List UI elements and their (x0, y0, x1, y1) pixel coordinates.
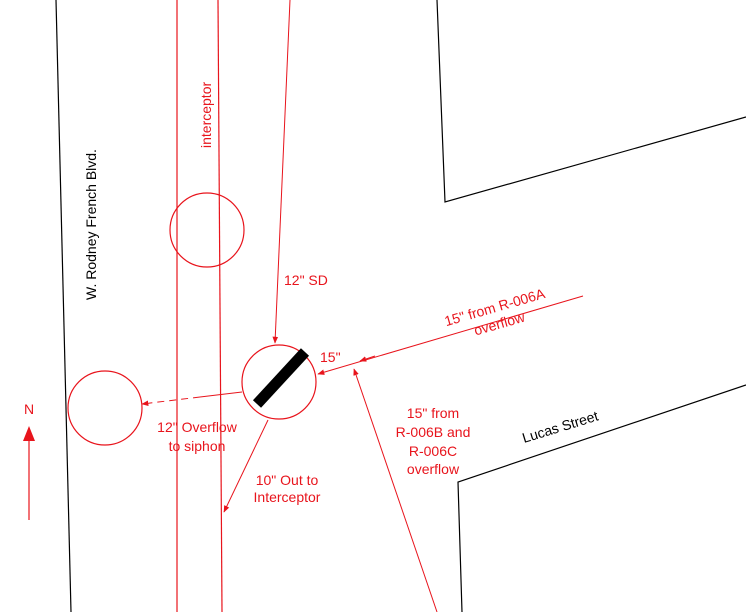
regulator-gate (252, 348, 310, 408)
pipe-15-label: 15" (320, 349, 341, 365)
north-label: N (24, 401, 34, 417)
from-006a-label: 15" from R-006A overflow (443, 285, 548, 338)
pipes (141, 0, 584, 612)
svg-text:Interceptor: Interceptor (254, 489, 321, 505)
svg-text:10" Out to: 10" Out to (256, 472, 319, 488)
manholes (67, 192, 317, 446)
north-block-edge (436, 0, 746, 203)
from-006bc-pipe (353, 368, 438, 612)
interceptor-right-wall (217, 0, 223, 612)
interceptor-pipe (176, 0, 223, 612)
overflow-pipe-dashed (141, 396, 201, 407)
from-006bc-label: 15" from R-006B and R-006C overflow (396, 405, 471, 477)
svg-text:to siphon: to siphon (169, 438, 226, 454)
from-006a-tick (359, 355, 376, 362)
out-10-label: 10" Out to Interceptor (254, 472, 321, 505)
interceptor-manhole (169, 192, 245, 268)
west-street-name: W. Rodney French Blvd. (83, 149, 99, 300)
sd-12-label: 12" SD (284, 272, 328, 288)
out-10-pipe (223, 419, 269, 513)
overflow-label: 12" Overflow to siphon (157, 419, 238, 454)
sd-12-pipe (272, 0, 291, 344)
north-arrow-icon (23, 426, 35, 520)
siphon-manhole (67, 370, 143, 446)
svg-text:R-006C: R-006C (409, 443, 457, 459)
svg-text:12" Overflow: 12" Overflow (157, 419, 238, 435)
street-outlines (55, 0, 746, 612)
svg-text:R-006B and: R-006B and (396, 424, 471, 440)
south-street-name: Lucas Street (520, 408, 600, 446)
overflow-pipe-solid (199, 391, 243, 398)
regulator-manhole (241, 344, 317, 420)
svg-text:15" from: 15" from (407, 405, 459, 421)
svg-text:overflow: overflow (407, 461, 460, 477)
from-006a-pipe (317, 295, 584, 375)
south-block-edge (457, 384, 746, 612)
interceptor-label: interceptor (198, 82, 214, 148)
west-street-edge (55, 0, 72, 612)
